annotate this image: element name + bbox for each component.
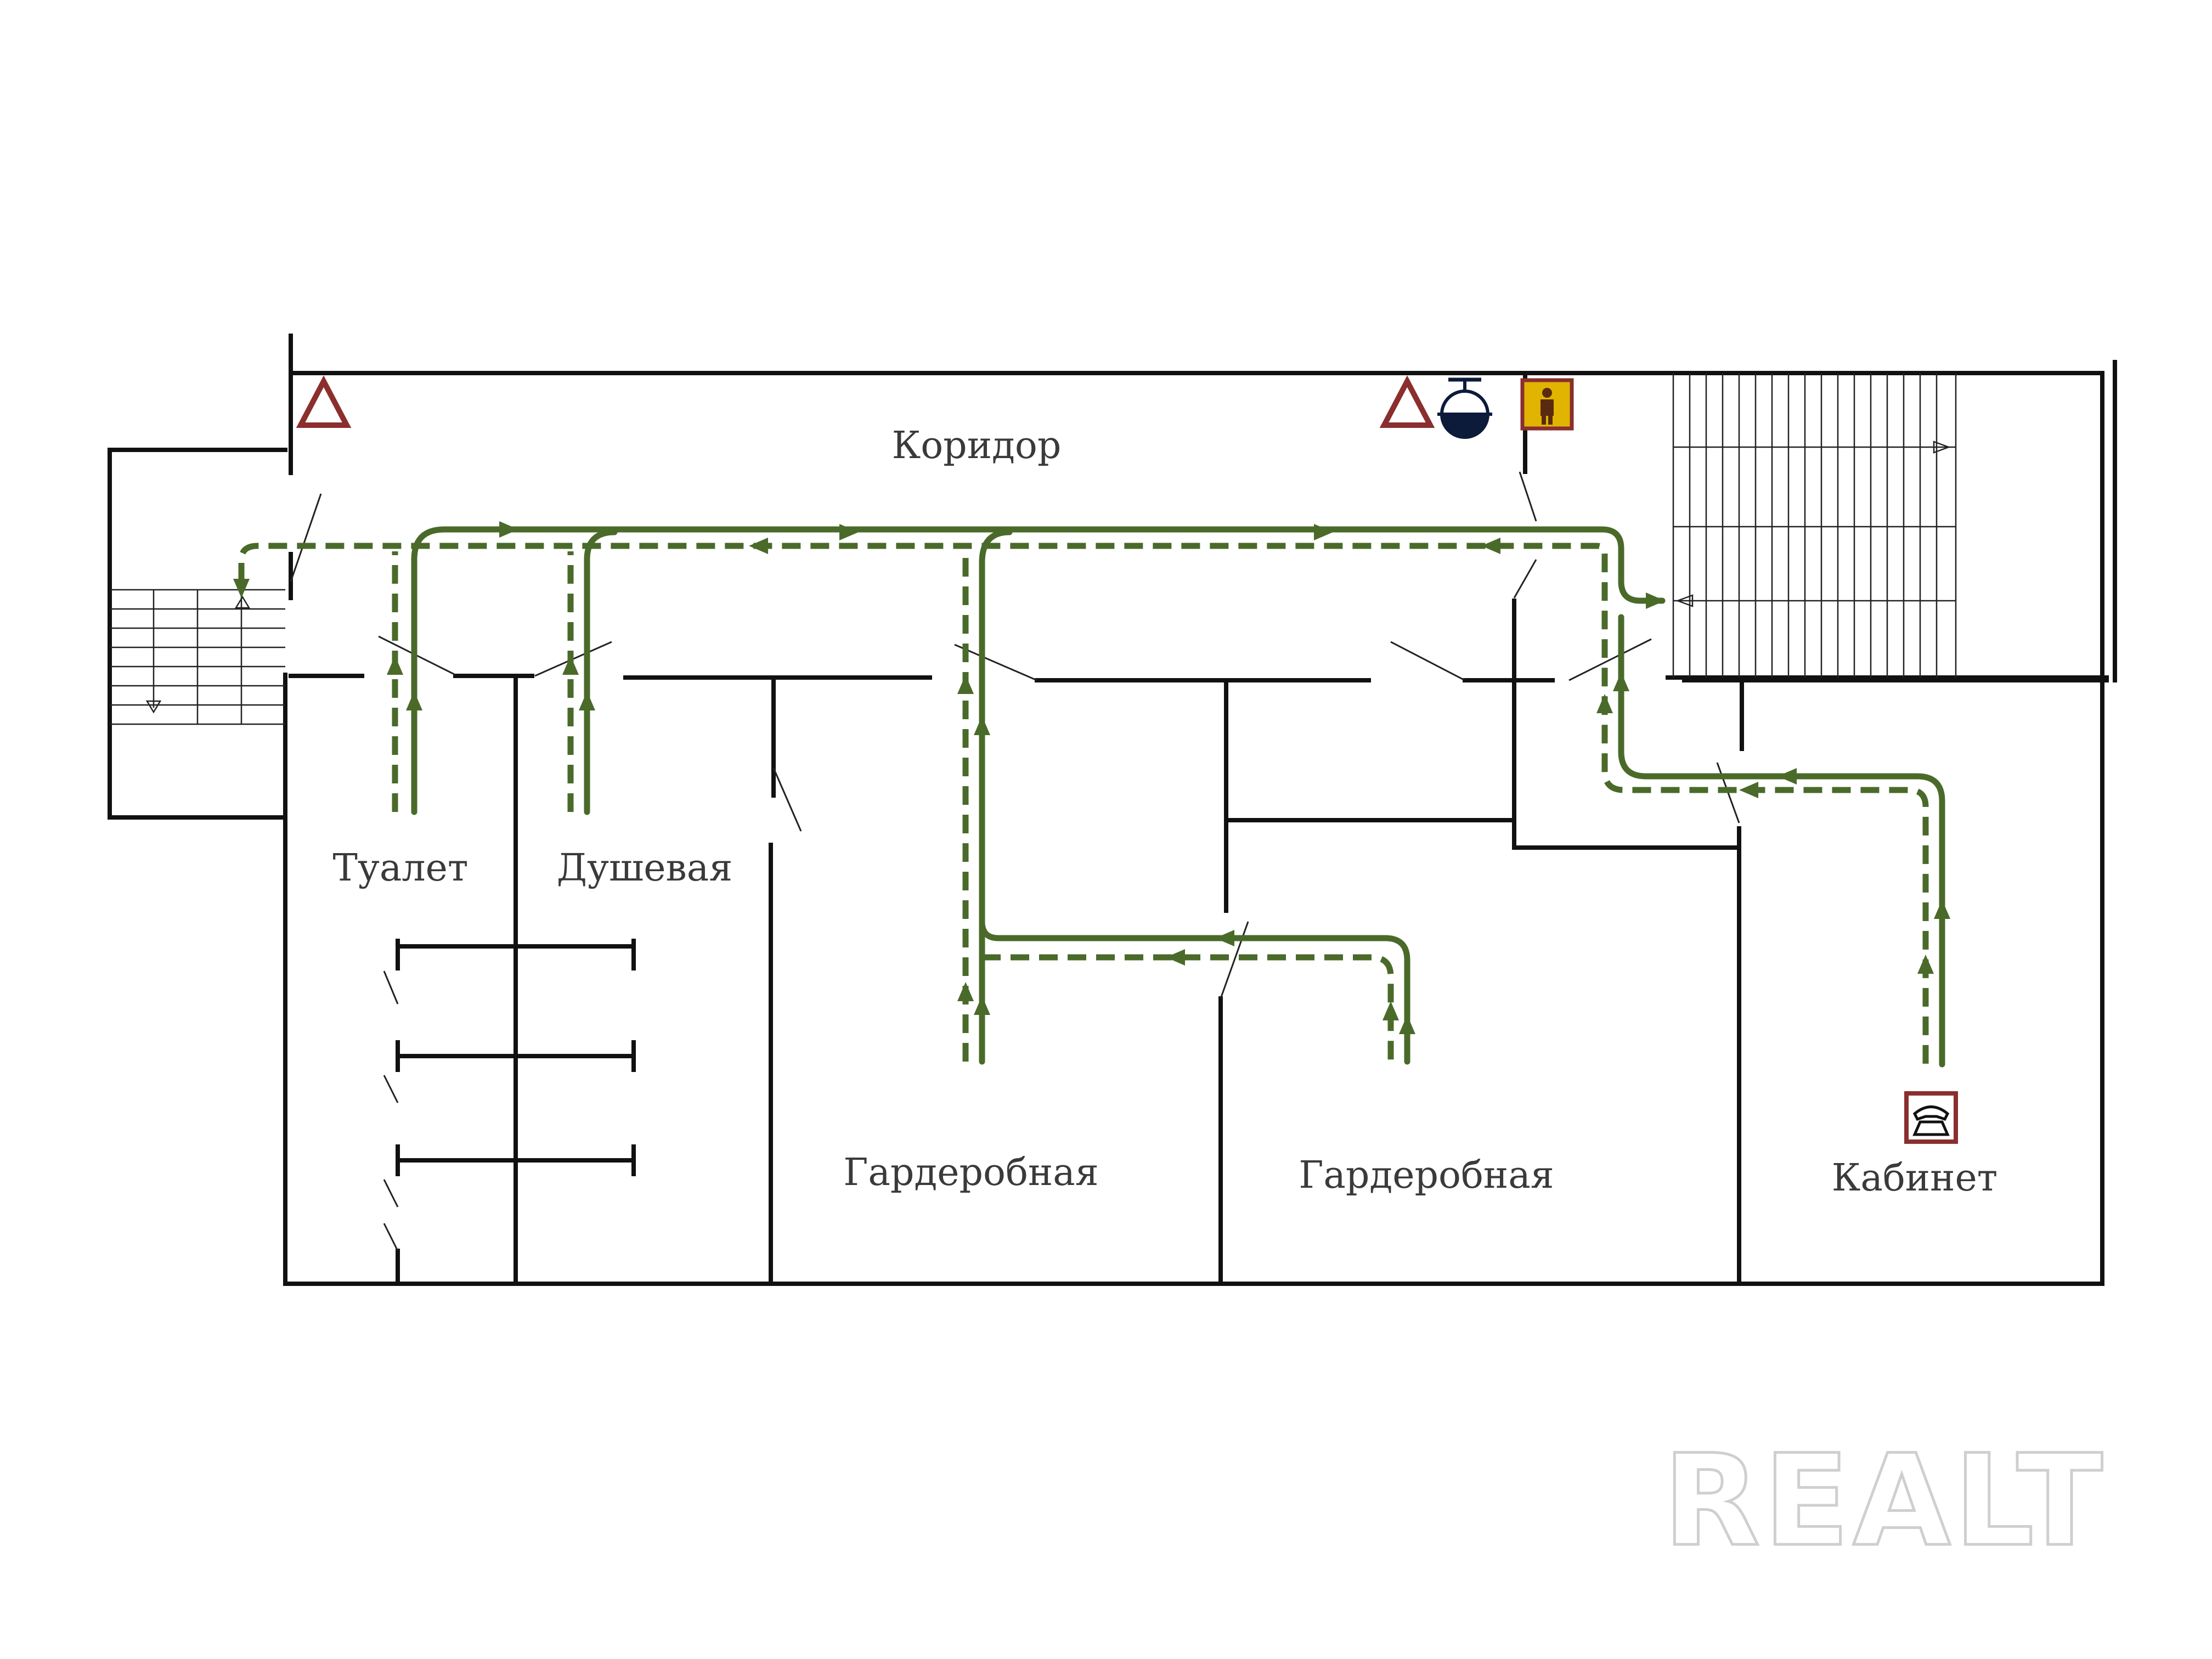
door-swings (290, 471, 1740, 1251)
office-label: Кабинет (1832, 1156, 1998, 1200)
walls (108, 334, 2117, 1286)
extinguisher-icon (1437, 377, 1492, 439)
phone-icon (1904, 1091, 1958, 1144)
watermark: REALT (1663, 1428, 2106, 1575)
wardrobe-2-label: Гардеробная (1299, 1154, 1554, 1197)
right-stairs (1672, 373, 1957, 678)
left-stairs (110, 589, 285, 725)
toilet-label: Туалет (333, 847, 469, 890)
corridor-label: Коридор (892, 424, 1062, 467)
wardrobe-1-label: Гардеробная (843, 1151, 1098, 1194)
shower-label: Душевая (557, 847, 732, 890)
warning-triangle-icon (1379, 375, 1435, 428)
evacuation-route-dashed (238, 543, 1929, 1064)
warning-triangle-icon (296, 375, 352, 428)
evacuation-route-solid (411, 526, 1945, 1068)
person-sign-icon (1520, 378, 1574, 431)
route-arrows (233, 521, 1950, 1034)
